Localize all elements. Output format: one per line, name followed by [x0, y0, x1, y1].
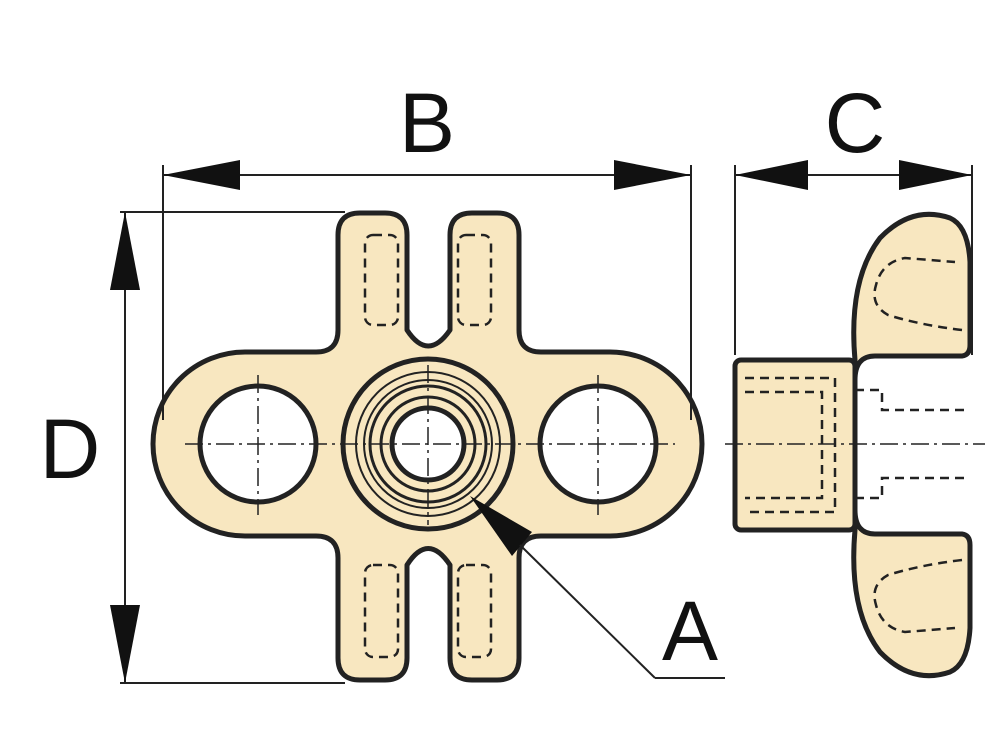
front-view	[150, 210, 705, 683]
hidden-slot-top-left	[363, 233, 400, 327]
callout-A-arrow	[470, 496, 532, 556]
hidden-lower-wing	[873, 558, 963, 634]
hidden-slot-top-right	[456, 233, 493, 327]
dim-D-label: D	[40, 402, 101, 496]
dimension-B: B	[162, 76, 692, 420]
side-view	[725, 211, 985, 679]
callout-A-leader	[519, 544, 656, 679]
side-view-body	[851, 211, 973, 679]
dim-C-label: C	[825, 76, 886, 170]
side-view-shank	[732, 357, 858, 533]
dimension-D: D	[40, 211, 345, 684]
dim-D-arrow-top	[110, 212, 140, 290]
hidden-thread-step	[855, 388, 968, 500]
dim-B-label: B	[399, 76, 455, 170]
hidden-upper-wing	[873, 256, 963, 332]
hidden-bore	[745, 376, 837, 514]
hidden-slot-bottom-left	[363, 563, 400, 659]
hidden-slot-bottom-right	[456, 563, 493, 659]
dim-B-arrow-right	[614, 160, 691, 190]
dim-D-arrow-bottom	[110, 605, 140, 683]
dim-C-arrow-left	[735, 160, 808, 190]
dim-C-arrow-right	[899, 160, 972, 190]
callout-A: A	[470, 496, 725, 679]
hidden-bore-inner	[745, 390, 824, 500]
dimension-C: C	[734, 76, 973, 355]
dim-B-arrow-left	[163, 160, 240, 190]
callout-A-label: A	[662, 584, 718, 678]
